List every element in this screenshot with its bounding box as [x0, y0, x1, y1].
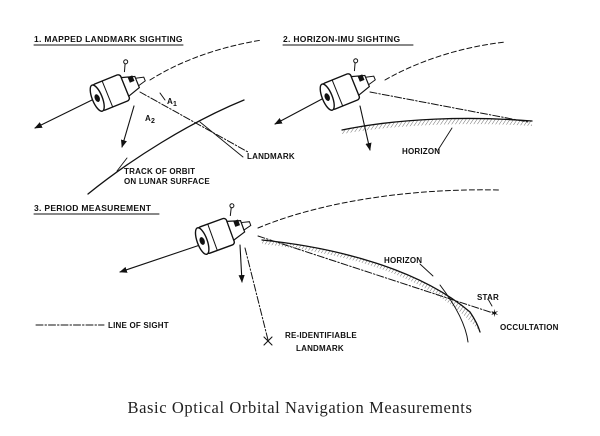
panel-1: 1. MAPPED LANDMARK SIGHTING A1 A2 LANDMA… — [33, 34, 295, 195]
panel-1-line-of-sight — [139, 91, 249, 153]
panel-1-a2-arrow — [120, 105, 135, 148]
panel-2: 2. HORIZON-IMU SIGHTING HORIZON — [274, 34, 533, 156]
panel-3-star-leader — [487, 298, 493, 307]
panel-3-title: 3. PERIOD MEASUREMENT — [34, 203, 152, 213]
panel-2-line-of-sight — [369, 91, 529, 123]
panel-2-velocity-arrow — [274, 98, 323, 125]
panel-1-a2-label: A2 — [145, 114, 155, 125]
panel-1-spacecraft — [82, 55, 151, 114]
panel-3-occultation-label: OCCULTATION — [500, 323, 559, 332]
panel-2-horizon-label: HORIZON — [402, 147, 440, 156]
panel-3-velocity-arrow — [119, 244, 201, 273]
panel-3-landmark-cross-b — [263, 336, 273, 346]
panel-3-horizon-leader — [419, 263, 434, 277]
panel-3-limb-edge — [439, 284, 469, 343]
panel-2-horizon-hatching — [342, 118, 532, 134]
legend: LINE OF SIGHT — [35, 321, 169, 330]
legend-line-of-sight-label: LINE OF SIGHT — [108, 321, 169, 330]
panel-1-track-label-1: TRACK OF ORBIT — [124, 167, 195, 176]
panel-1-track-leader — [116, 157, 128, 172]
panel-1-track-label-2: ON LUNAR SURFACE — [124, 177, 210, 186]
panel-1-orbit-path — [149, 39, 263, 81]
panel-1-velocity-arrow — [34, 99, 93, 129]
panel-3-orbit-path — [257, 189, 501, 229]
panel-1-landmark-label: LANDMARK — [247, 152, 295, 161]
panel-2-title: 2. HORIZON-IMU SIGHTING — [283, 34, 400, 44]
panel-3: 3. PERIOD MEASUREMENT ✶ HORIZON STAR OCC… — [33, 189, 559, 353]
figure-caption: Basic Optical Orbital Navigation Measure… — [127, 398, 473, 417]
panel-3-horizon-hatching — [262, 240, 480, 332]
panel-1-a1-label: A1 — [167, 97, 177, 108]
panel-2-horizon-leader — [437, 127, 453, 151]
panel-3-star-line-of-sight — [257, 235, 494, 314]
star-icon: ✶ — [490, 308, 499, 320]
panel-3-horizon-line — [261, 239, 481, 333]
panel-3-landmark-label-2: LANDMARK — [296, 344, 344, 353]
panel-1-ground-track — [87, 99, 245, 195]
panel-3-star-label: STAR — [477, 293, 499, 302]
panel-2-horizon-line — [341, 117, 533, 131]
panel-3-nadir-arrow — [238, 244, 245, 283]
panel-3-landmark-label-1: RE-IDENTIFIABLE — [285, 331, 357, 340]
panel-1-landmark-leader — [199, 121, 244, 158]
panel-3-horizon-label: HORIZON — [384, 256, 422, 265]
panel-1-a1-tick — [159, 92, 166, 101]
panel-2-spacecraft — [312, 54, 381, 113]
panel-3-landmark-line-of-sight — [244, 247, 269, 341]
panel-1-title: 1. MAPPED LANDMARK SIGHTING — [34, 34, 183, 44]
panel-2-orbit-path — [384, 41, 506, 81]
